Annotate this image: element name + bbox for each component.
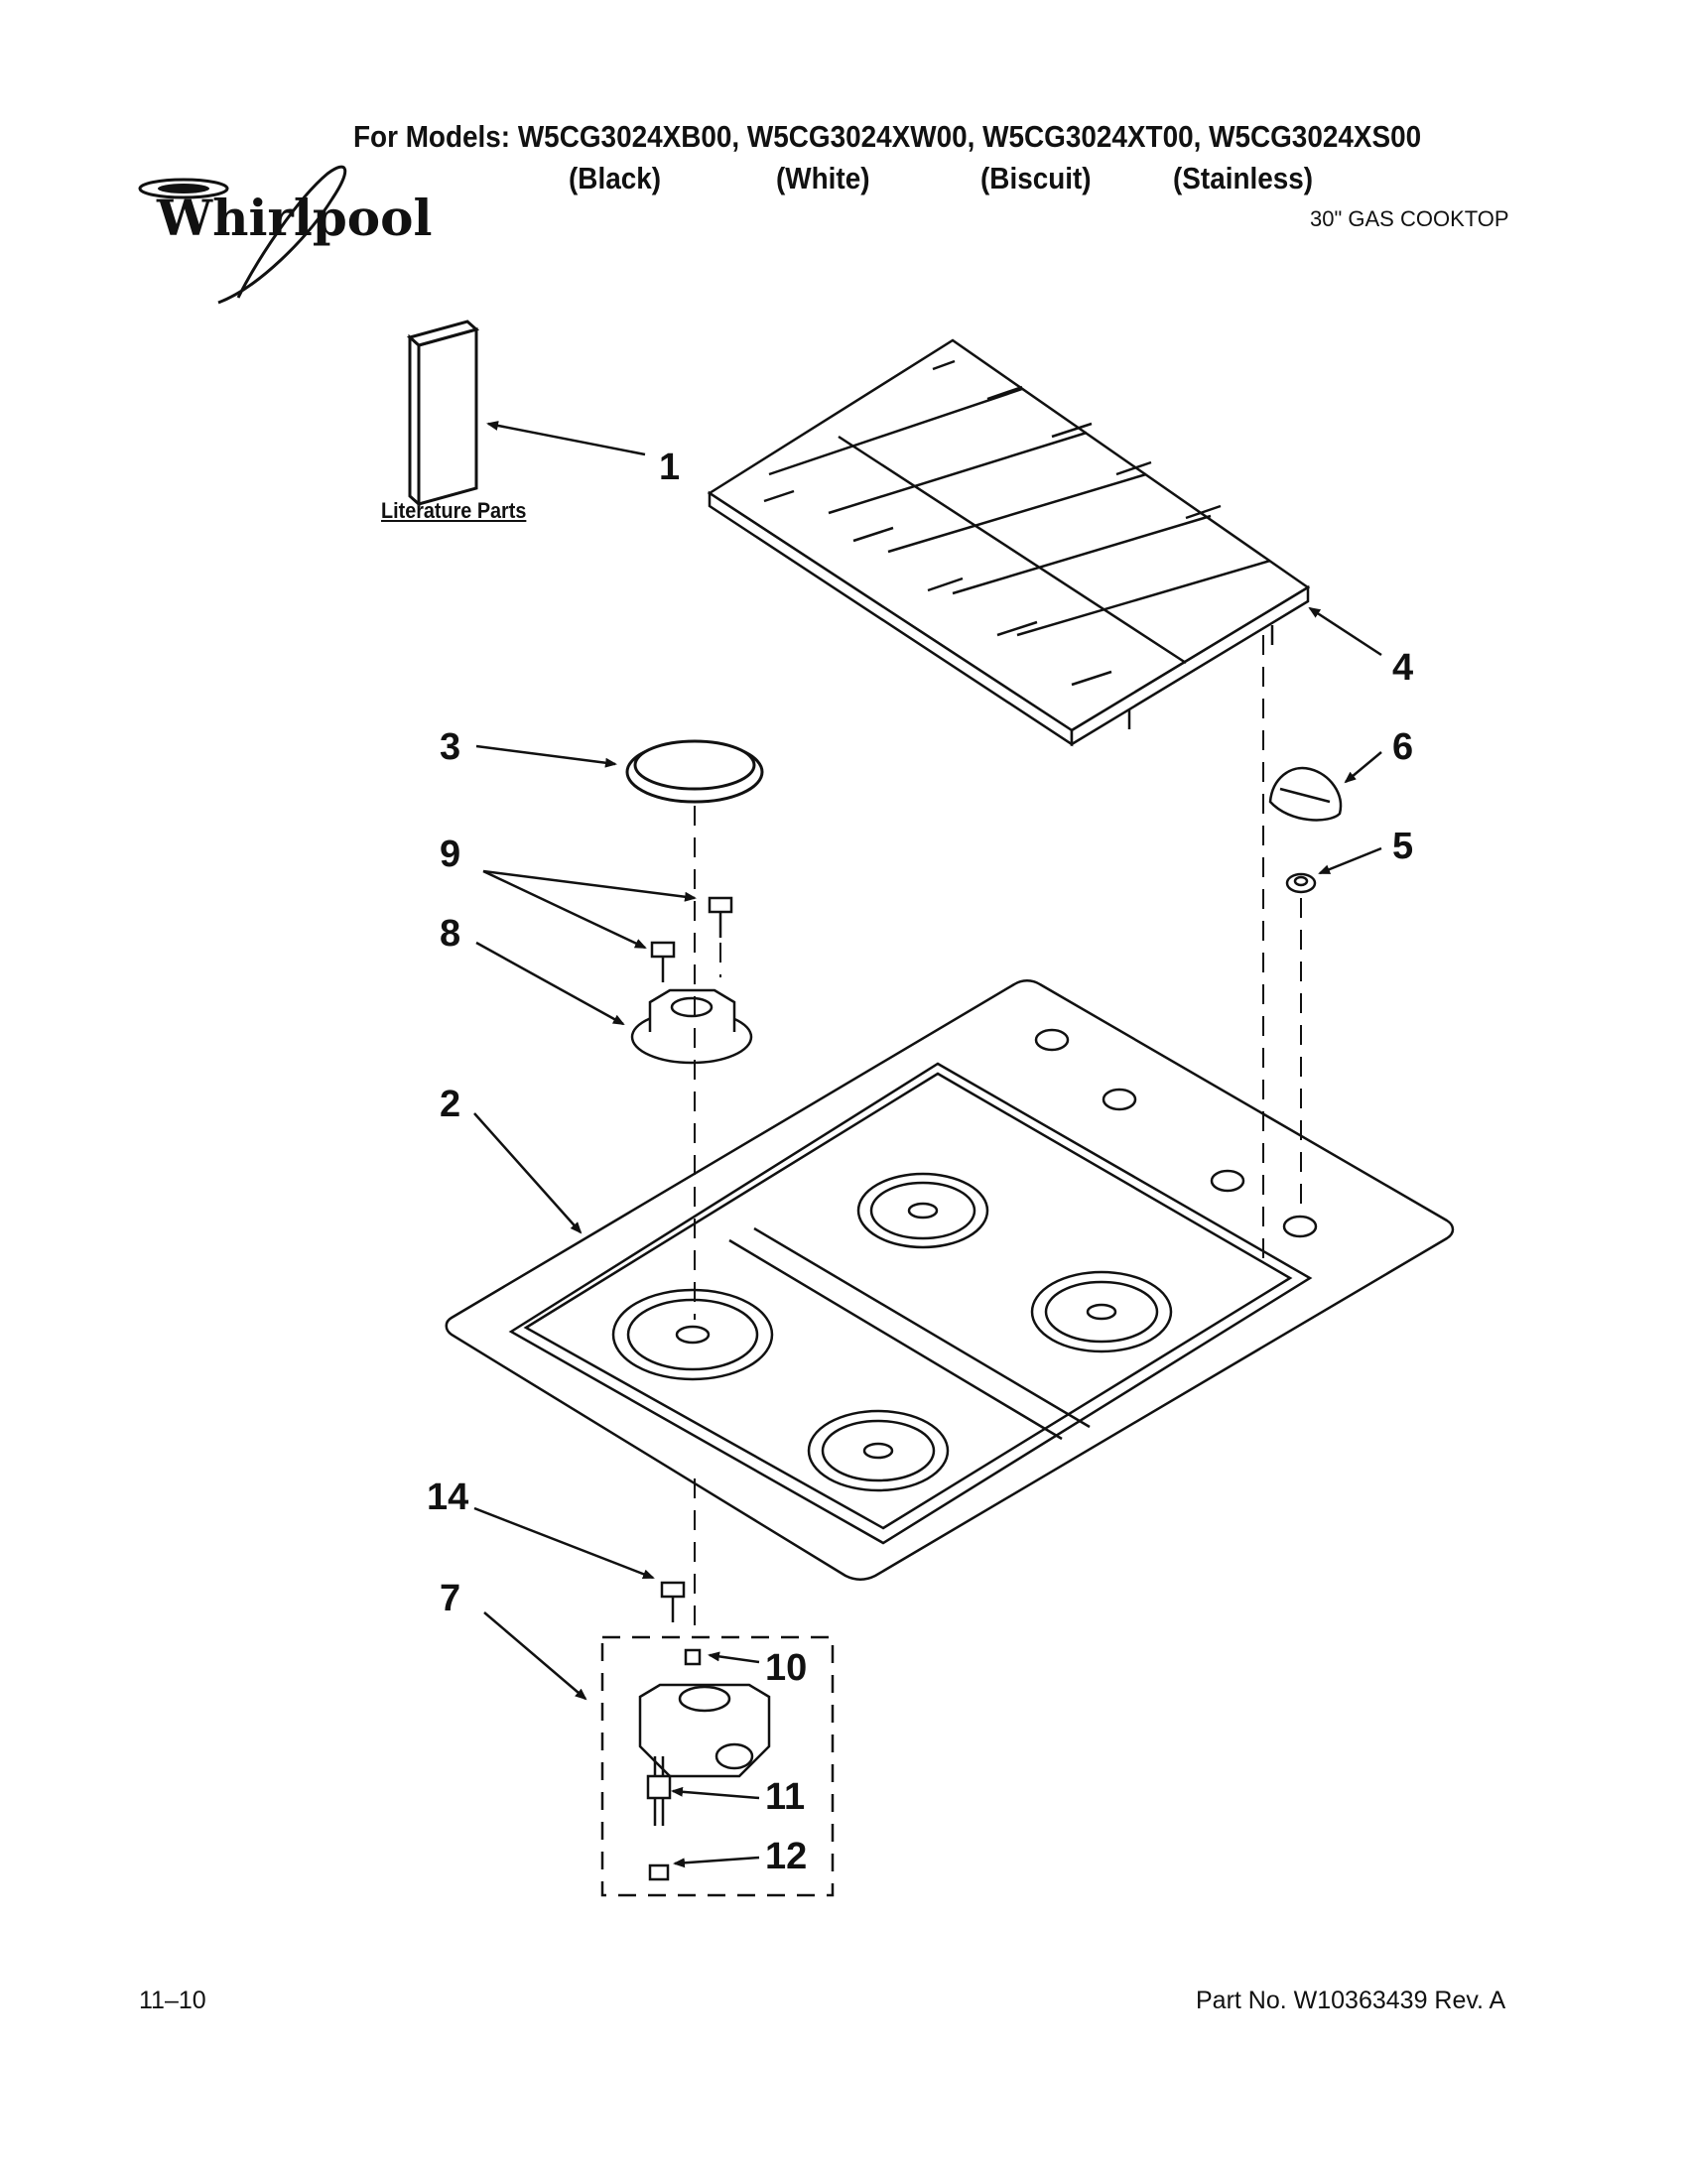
- literature-booklet: [406, 320, 480, 508]
- valve-assembly: [600, 1635, 835, 1897]
- control-knob: [1268, 766, 1343, 822]
- callout-8: 8: [440, 913, 461, 955]
- grate: [707, 338, 1311, 747]
- literature-parts-label: Literature Parts: [381, 498, 527, 523]
- callout-1: 1: [659, 447, 681, 488]
- color-stainless: (Stainless): [1173, 161, 1314, 195]
- valve-screw: [660, 1581, 686, 1622]
- knob-bezel: [1285, 872, 1317, 894]
- screws: [650, 896, 733, 982]
- assembly-lines: [694, 635, 1302, 1627]
- burner-base: [630, 988, 753, 1065]
- leader-arrows: [473, 421, 1382, 1868]
- callout-5: 5: [1392, 826, 1414, 867]
- color-black: (Black): [569, 161, 662, 195]
- product-title: 30" GAS COOKTOP: [1310, 206, 1509, 231]
- part-number: Part No. W10363439 Rev. A: [1196, 1987, 1506, 2014]
- callout-9: 9: [440, 834, 461, 875]
- models-line: For Models: W5CG3024XB00, W5CG3024XW00, …: [353, 119, 1422, 154]
- callout-6: 6: [1392, 726, 1414, 768]
- callout-7: 7: [440, 1578, 461, 1619]
- revision-date: 11–10: [139, 1987, 206, 2014]
- whirlpool-logo: Whirlpool: [138, 165, 433, 305]
- burner-cap: [625, 739, 764, 804]
- callout-2: 2: [440, 1084, 461, 1125]
- callout-3: 3: [440, 726, 461, 768]
- whirlpool-logotype: Whirlpool: [156, 189, 433, 247]
- color-white: (White): [776, 161, 870, 195]
- callout-11: 11: [765, 1776, 806, 1818]
- cooktop: [445, 979, 1455, 1581]
- callout-14: 14: [427, 1477, 469, 1518]
- callout-12: 12: [765, 1836, 808, 1877]
- callout-4: 4: [1392, 647, 1414, 689]
- color-biscuit: (Biscuit): [980, 161, 1092, 195]
- callout-10: 10: [765, 1647, 808, 1689]
